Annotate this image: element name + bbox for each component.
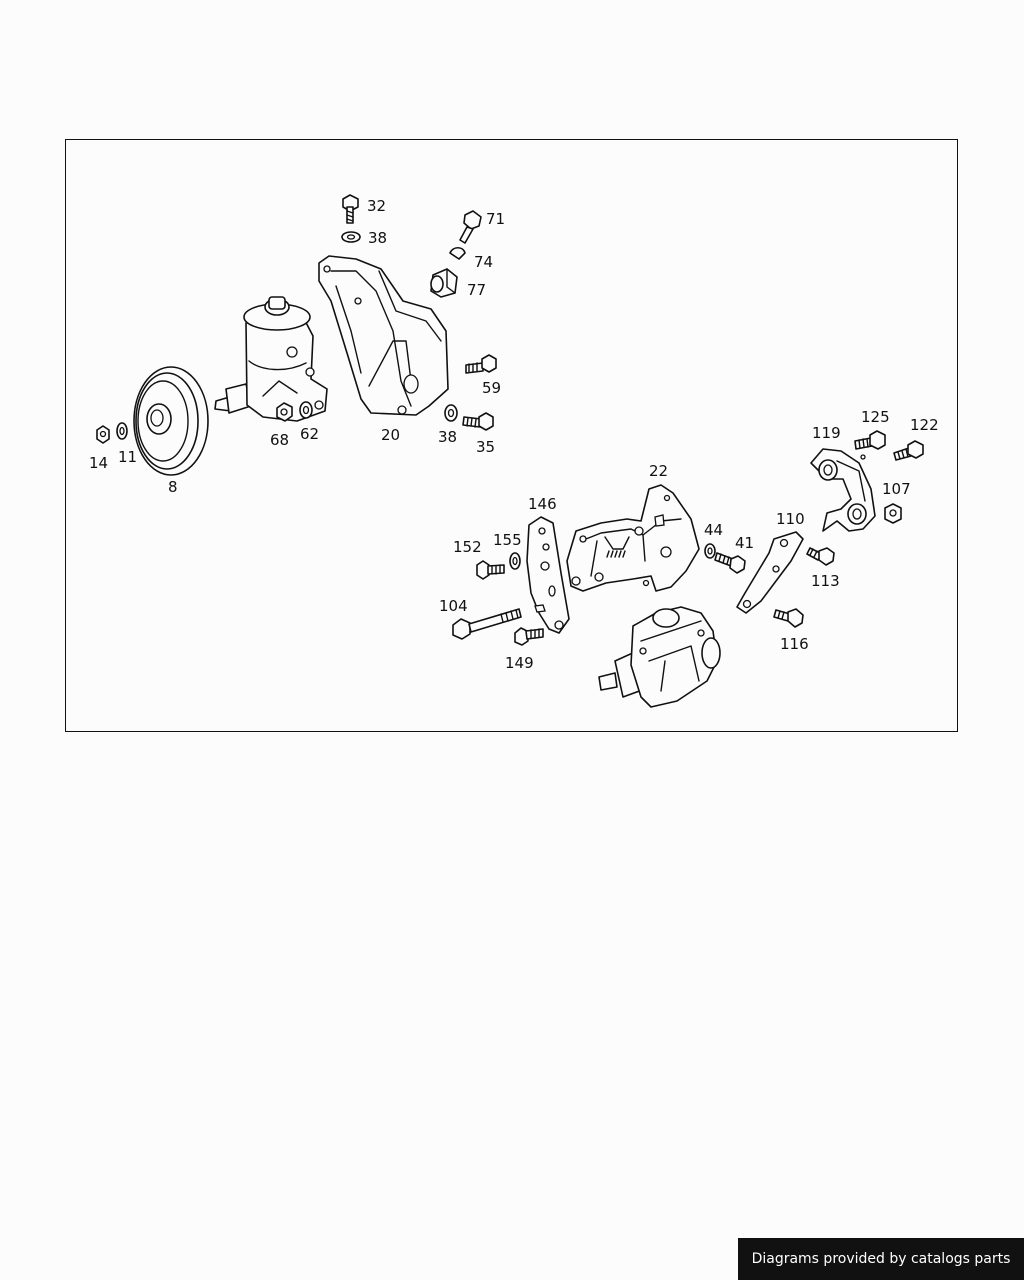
bolt-149: [514, 627, 544, 646]
mounting-bracket-20: [318, 255, 449, 416]
pulley: [133, 366, 209, 476]
callout-label: 20: [381, 426, 400, 444]
washer-62: [299, 401, 313, 419]
callout-label: 11: [118, 448, 137, 466]
callout-label: 107: [882, 480, 911, 498]
washer-74: [449, 246, 466, 260]
callout-label: 113: [811, 572, 840, 590]
washer-11: [116, 422, 128, 440]
bracket-22: [566, 484, 700, 592]
washer-44: [704, 543, 716, 559]
callout-label: 14: [89, 454, 108, 472]
credit-badge: Diagrams provided by catalogs parts: [738, 1238, 1024, 1280]
callout-label: 8: [168, 478, 178, 496]
washer-155: [509, 552, 521, 570]
bolt-104: [452, 608, 522, 640]
callout-label: 74: [474, 253, 493, 271]
nut-68: [276, 402, 293, 422]
callout-label: 77: [467, 281, 486, 299]
bolt-41: [714, 552, 746, 574]
bolt-113: [806, 547, 835, 566]
power-steering-pump: [214, 296, 328, 422]
washer-38-top: [341, 231, 361, 243]
callout-label: 122: [910, 416, 939, 434]
washer-38-lower: [444, 404, 458, 422]
callout-label: 152: [453, 538, 482, 556]
bolt-125: [854, 430, 886, 450]
callout-label: 125: [861, 408, 890, 426]
steering-gear-box: [598, 606, 721, 708]
bolt-32: [342, 194, 359, 224]
bolt-59: [465, 354, 497, 374]
bolt-71: [459, 210, 482, 244]
callout-label: 44: [704, 521, 723, 539]
callout-label: 32: [367, 197, 386, 215]
bolt-122: [893, 440, 924, 461]
callout-label: 59: [482, 379, 501, 397]
plate-110: [736, 531, 804, 614]
callout-label: 155: [493, 531, 522, 549]
nut-107: [884, 503, 902, 524]
callout-label: 104: [439, 597, 468, 615]
callout-label: 62: [300, 425, 319, 443]
callout-label: 149: [505, 654, 534, 672]
parts-diagram-frame: 32 38 71 74 77 59 20 38 35 68 62 14 11 8…: [65, 139, 958, 732]
bushing-77: [430, 268, 458, 298]
callout-label: 110: [776, 510, 805, 528]
exploded-parts-diagram: 32 38 71 74 77 59 20 38 35 68 62 14 11 8…: [89, 194, 939, 708]
callout-label: 119: [812, 424, 841, 442]
callout-label: 146: [528, 495, 557, 513]
callout-label: 116: [780, 635, 809, 653]
callout-label: 38: [438, 428, 457, 446]
bracket-plate-146: [526, 516, 570, 634]
callout-label: 68: [270, 431, 289, 449]
callout-label: 22: [649, 462, 668, 480]
bolt-35: [462, 412, 494, 431]
bolt-116: [773, 608, 804, 628]
bracket-119: [810, 448, 876, 532]
callout-label: 35: [476, 438, 495, 456]
bolt-152: [476, 560, 505, 580]
nut-14: [96, 425, 110, 444]
callout-label: 41: [735, 534, 754, 552]
callout-label: 71: [486, 210, 505, 228]
callout-label: 38: [368, 229, 387, 247]
